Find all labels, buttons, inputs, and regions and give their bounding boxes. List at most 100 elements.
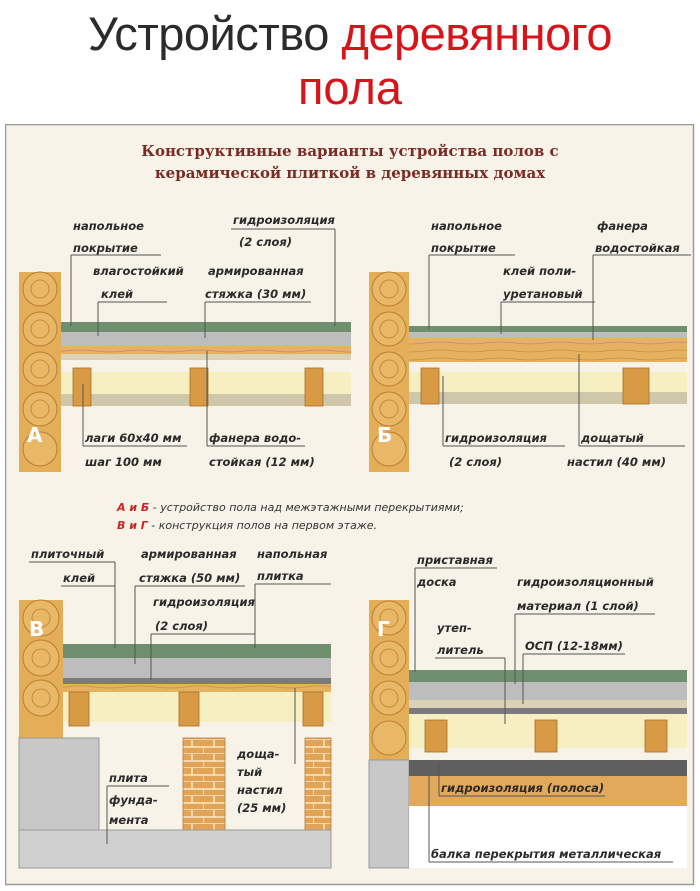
- panel-a-letter: А: [27, 423, 43, 447]
- panel-v-tile-layer: [63, 644, 331, 658]
- panel-g-lag-3: [644, 719, 668, 753]
- panel-b-plank-deck: [409, 346, 687, 362]
- poster-background: [5, 124, 695, 886]
- a-label-0: напольное: [73, 219, 144, 233]
- panel-b-lag-2: [622, 367, 650, 405]
- note-1-letters: А и Б: [116, 501, 149, 514]
- b-label-5: водостойкая: [595, 241, 680, 255]
- b-label-0: напольное: [431, 219, 502, 233]
- panel-v-lag-3: [302, 691, 324, 727]
- poster-title-line2: керамической плиткой в деревянных домах: [155, 164, 546, 182]
- poster-title-line1: Конструктивные варианты устройства полов…: [141, 142, 558, 160]
- note-2-letters: В и Г: [117, 519, 149, 532]
- v-label-13: настил: [237, 783, 283, 797]
- g-label-3: материал (1 слой): [517, 599, 639, 613]
- g-label-0: приставная: [417, 553, 493, 567]
- v-label-2: армированная: [141, 547, 237, 561]
- a-label-1: покрытие: [73, 241, 138, 255]
- panel-b-tile-layer: [409, 326, 687, 332]
- panel-a: А напольное покрытие влагостойкий клей г…: [19, 213, 351, 472]
- g-label-5: литель: [437, 643, 484, 657]
- panel-a-lag-1: [72, 367, 92, 407]
- g-label-7: гидроизоляция (полоса): [441, 781, 604, 795]
- b-label-7: (2 слоя): [449, 455, 502, 469]
- panel-b-glue-layer: [409, 332, 687, 338]
- panel-b-lag-1: [420, 367, 440, 405]
- a-label-11: стойкая (12 мм): [209, 455, 315, 469]
- a-label-8: лаги 60х40 мм: [85, 431, 182, 445]
- panel-b-letter: Б: [377, 423, 392, 447]
- panel-g-membrane: [409, 708, 687, 714]
- panel-b: Б напольное покрытие клей поли- уретанов…: [369, 219, 691, 472]
- v-label-4: напольная: [257, 547, 328, 561]
- g-label-1: доска: [416, 575, 457, 589]
- b-label-8: дощатый: [580, 431, 644, 445]
- panel-g-base: [409, 806, 687, 868]
- v-label-6: гидроизоляция: [153, 595, 256, 609]
- panel-g-lag-2: [534, 719, 558, 753]
- panel-b-log-wall: [369, 271, 409, 472]
- v-label-1: клей: [63, 571, 95, 585]
- panel-v-screed-layer: [63, 658, 331, 678]
- panel-v-foundation-slab: [18, 829, 332, 869]
- v-label-7: (2 слоя): [155, 619, 208, 633]
- panel-v-waterproofing: [63, 678, 331, 684]
- panel-v-brick-pillar-2: [304, 737, 332, 831]
- page-title-line1: Устройство деревянного: [0, 6, 700, 62]
- v-label-3: стяжка (50 мм): [139, 571, 240, 585]
- v-label-9: фунда-: [109, 793, 158, 807]
- a-label-10: фанера водо-: [209, 431, 301, 445]
- a-label-3: клей: [101, 287, 133, 301]
- panel-a-screed-layer: [61, 332, 351, 346]
- panel-g-foundation: [368, 759, 410, 869]
- v-label-5: плитка: [257, 569, 304, 583]
- floor-diagram-poster: Конструктивные варианты устройства полов…: [5, 124, 695, 886]
- panel-g: Г приставная доска гидроизоляционный мат…: [368, 553, 687, 869]
- note-2: В и Г - конструкция полов на первом этаж…: [117, 519, 377, 532]
- v-label-11: доща-: [236, 747, 280, 761]
- g-label-6: ОСП (12-18мм): [525, 639, 623, 653]
- a-label-5: (2 слоя): [239, 235, 292, 249]
- panel-g-log-wall: [369, 600, 409, 760]
- a-label-2: влагостойкий: [93, 264, 184, 278]
- panel-v: В плиточный клей армированная стяжка (50…: [18, 547, 332, 869]
- panel-g-steel-beam: [409, 760, 687, 776]
- v-label-8: плита: [109, 771, 148, 785]
- note-2-text: - конструкция полов на первом этаже.: [148, 519, 377, 532]
- panel-g-screed-layer: [409, 682, 687, 700]
- v-label-10: мента: [109, 813, 149, 827]
- note-1-text: - устройство пола над межэтажными перекр…: [149, 501, 463, 514]
- panel-v-lag-2: [178, 691, 200, 727]
- a-label-4: гидроизоляция: [233, 213, 336, 227]
- panel-a-log-wall: [19, 271, 61, 472]
- panel-b-plywood: [409, 338, 687, 346]
- title-dark-text: Устройство: [88, 7, 342, 60]
- panel-v-letter: В: [29, 617, 44, 641]
- b-label-9: настил (40 мм): [567, 455, 666, 469]
- g-label-4: утеп-: [437, 621, 472, 635]
- v-label-0: плиточный: [31, 547, 104, 561]
- panel-v-lag-1: [68, 691, 90, 727]
- note-1: А и Б - устройство пола над межэтажными …: [116, 501, 464, 514]
- panel-g-beam-strip: [409, 776, 687, 806]
- panel-g-letter: Г: [377, 617, 390, 641]
- title-red-text: деревянного: [341, 7, 612, 60]
- g-label-2: гидроизоляционный: [517, 575, 654, 589]
- b-label-6: гидроизоляция: [445, 431, 548, 445]
- panel-a-lag-3: [304, 367, 324, 407]
- b-label-3: уретановый: [503, 287, 583, 301]
- panel-v-log-wall: [19, 599, 63, 738]
- panel-a-tile-layer: [61, 322, 351, 332]
- b-label-4: фанера: [597, 219, 648, 233]
- panel-g-osb: [409, 700, 687, 708]
- b-label-2: клей поли-: [503, 264, 576, 278]
- panel-a-plywood: [61, 346, 351, 354]
- a-label-7: стяжка (30 мм): [205, 287, 306, 301]
- a-label-6: армированная: [208, 264, 304, 278]
- v-label-12: тый: [237, 765, 262, 779]
- panel-a-joist-top: [61, 354, 351, 360]
- panel-g-lag-1: [424, 719, 448, 753]
- panel-v-plank-deck: [63, 684, 331, 692]
- g-label-8: балка перекрытия металлическая: [431, 847, 662, 861]
- panel-b-insulation: [409, 372, 687, 392]
